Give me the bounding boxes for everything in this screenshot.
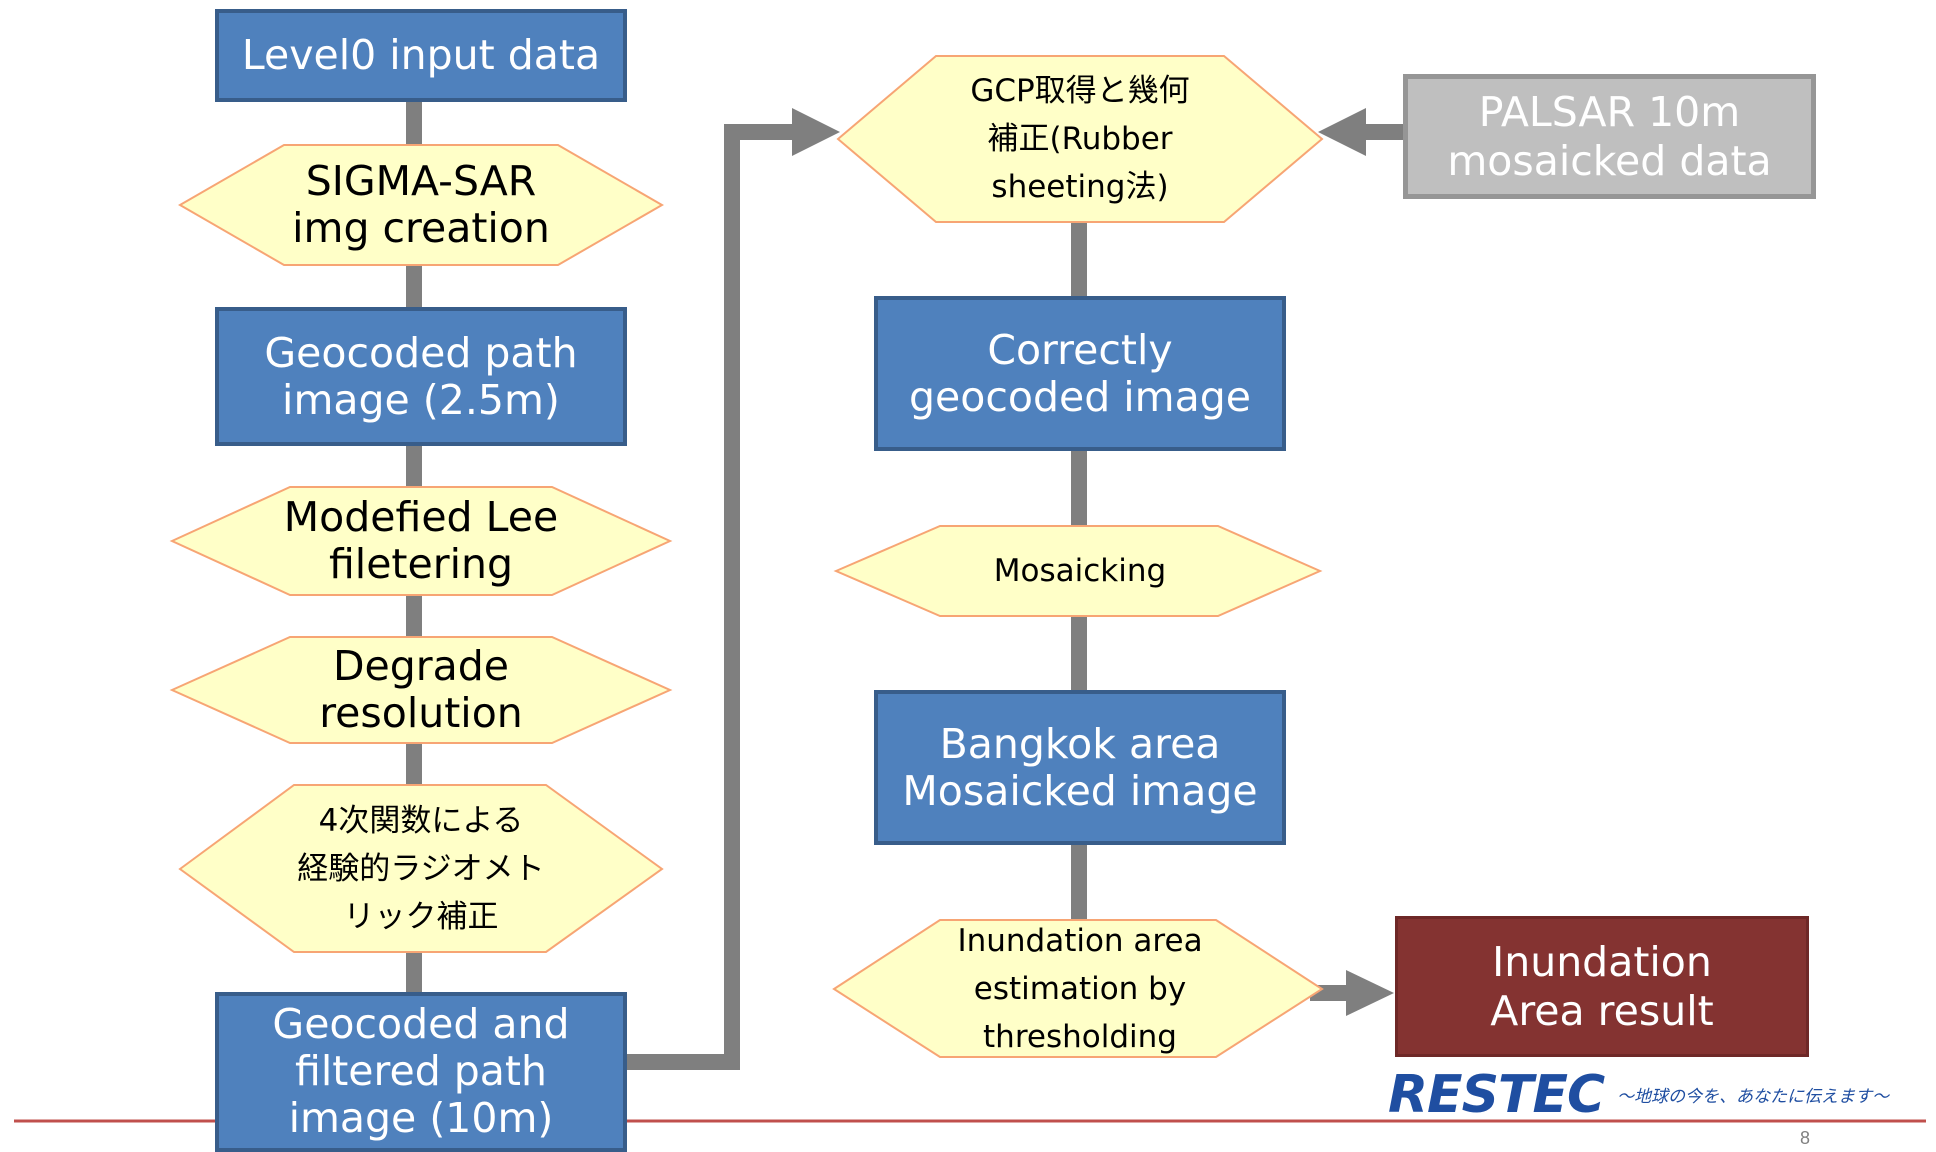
bangkok-mosaicked-box: Bangkok area Mosaicked image [874,690,1286,845]
inundation-result-box: Inundation Area result [1395,916,1809,1057]
mosaicking-step: Mosaicking [910,526,1250,616]
correctly-geocoded-box: Correctly geocoded image [874,296,1286,451]
elbow-arrowhead [792,108,840,156]
inundation-estimation-step: Inundation area estimation by thresholdi… [910,920,1250,1057]
palsar-label: PALSAR 10m mosaicked data [1447,87,1772,185]
geocoded-path-label: Geocoded path image (2.5m) [264,328,578,424]
hexagon-radiometric [178,784,664,953]
level0-input-box: Level0 input data [215,9,627,102]
elbow-connector [625,124,800,1070]
sigma-sar-label: SIGMA-SAR img creation [292,157,550,252]
inundation-result-label: Inundation Area result [1490,937,1714,1035]
restec-logo: RESTEC [1388,1065,1605,1125]
modified-lee-label: Modefied Lee filetering [283,493,559,588]
sigma-sar-step: SIGMA-SAR img creation [260,145,582,265]
gcp-label: GCP取得と幾何 補正(Rubber sheeting法) [970,73,1190,205]
hexagon-modified-lee [169,486,673,596]
geocoded-filtered-box: Geocoded and filtered path image (10m) [215,992,627,1152]
modified-lee-step: Modefied Lee filetering [260,487,582,595]
geocoded-filtered-label: Geocoded and filtered path image (10m) [272,1000,570,1142]
hexagon-sigma-sar [177,144,665,266]
level0-input-label: Level0 input data [241,31,601,79]
radiometric-label: 4次関数による 経験的ラジオメト リック補正 [297,802,545,935]
hexagon-mosaicking [833,525,1323,617]
correctly-geocoded-label: Correctly geocoded image [909,325,1251,421]
hexagon-degrade [169,636,673,744]
gcp-step: GCP取得と幾何 補正(Rubber sheeting法) [910,56,1250,222]
geocoded-path-box: Geocoded path image (2.5m) [215,307,627,446]
inundation-estimation-label: Inundation area estimation by thresholdi… [957,922,1203,1055]
mosaicking-label: Mosaicking [993,553,1167,589]
hexagon-gcp [836,55,1324,223]
logo-tagline: ～地球の今を、あなたに伝えます～ [1617,1087,1889,1107]
palsar-box: PALSAR 10m mosaicked data [1403,74,1816,199]
result-arrowhead [1346,970,1394,1016]
degrade-step: Degrade resolution [260,637,582,743]
bangkok-mosaicked-label: Bangkok area Mosaicked image [902,719,1258,815]
page-number: 8 [1800,1128,1811,1148]
degrade-label: Degrade resolution [319,642,523,737]
hexagon-inundation-estimation [832,919,1324,1058]
radiometric-step: 4次関数による 経験的ラジオメト リック補正 [260,785,582,952]
palsar-arrowhead [1318,108,1366,156]
